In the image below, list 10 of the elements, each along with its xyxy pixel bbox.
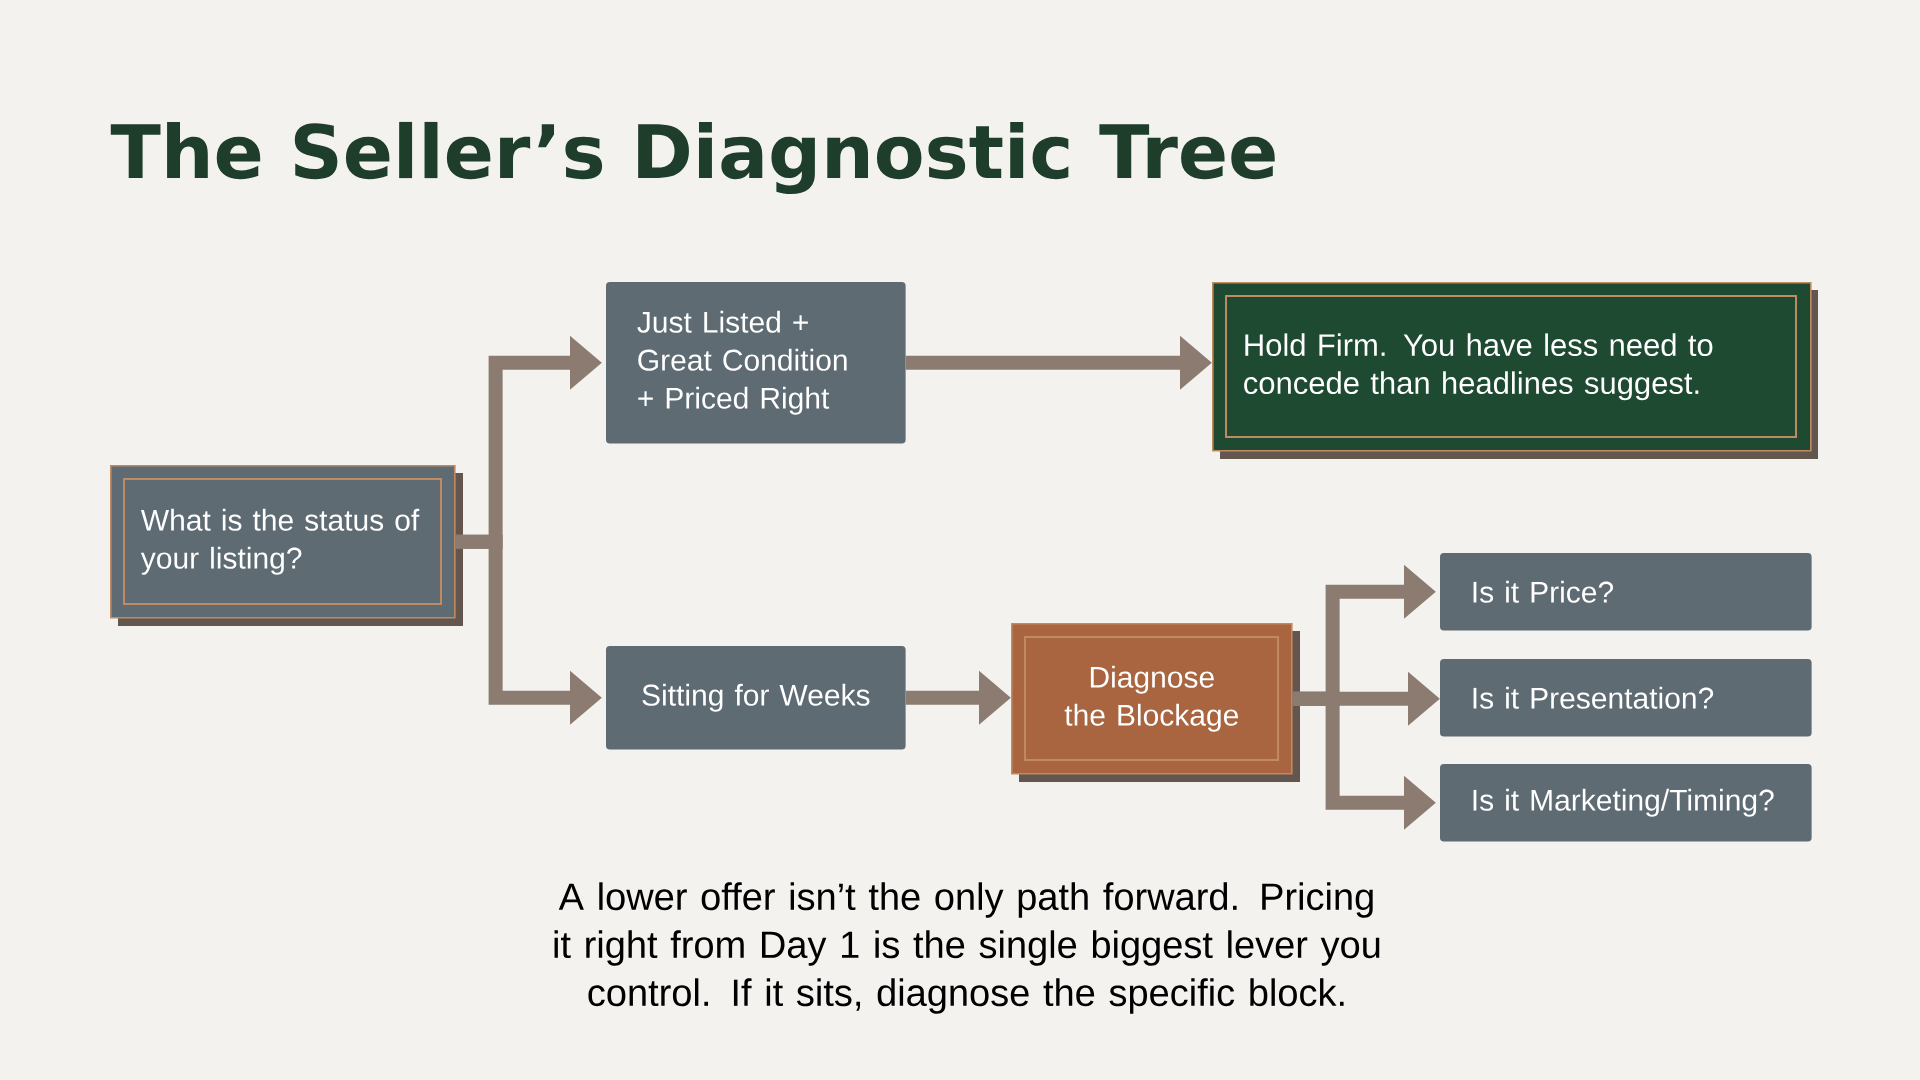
process-box: Is it Presentation? [1440, 659, 1812, 737]
process-box: Sitting for Weeks [606, 646, 906, 750]
title: The Seller’s Diagnostic Tree [110, 121, 1275, 195]
diagnosis-box: Diagnose the Blockage [1011, 623, 1300, 782]
caption: A lower offer isn’t the only path forward. Pricing it right from Day 1 is the single biggest lever you control. If it sits, diagnose the specific block. [554, 882, 1380, 1014]
outcome-box: Hold Firm. You have less need to concede than headlines suggest. [1212, 282, 1818, 459]
process-box: Is it Marketing/Timing? [1440, 764, 1812, 842]
process-box: Is it Price? [1440, 553, 1812, 631]
process-box: Just Listed + Great Condition + Priced Right [606, 282, 906, 444]
question-box: What is the status of your listing? [110, 465, 463, 626]
